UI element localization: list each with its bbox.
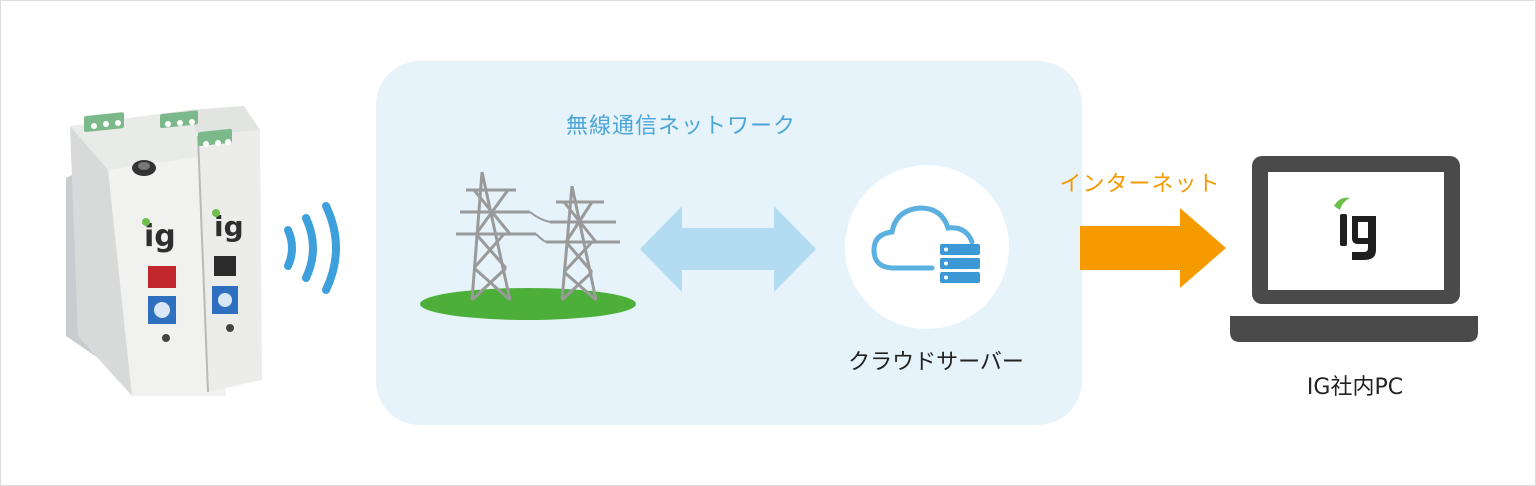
ig-logo xyxy=(1334,197,1376,260)
device-logo-left: ig xyxy=(144,219,176,254)
signal-wave-medium xyxy=(302,214,317,282)
company-pc-label: IG社内PC xyxy=(1306,375,1404,400)
right-arrow-icon xyxy=(1080,208,1226,288)
ig-data-logger-device: ig ig xyxy=(66,106,262,396)
network-label: 無線通信ネットワーク xyxy=(565,114,796,139)
laptop-icon xyxy=(1230,156,1478,342)
internet-label: インターネット xyxy=(1059,172,1221,197)
transmission-tower-icon xyxy=(420,171,636,320)
cloud-server-label: クラウドサーバー xyxy=(848,350,1024,375)
bidirectional-arrow-icon xyxy=(640,206,816,292)
cloud-server-icon xyxy=(845,165,1009,329)
grass-field xyxy=(420,288,636,320)
wireless-signal-icon xyxy=(284,202,340,294)
signal-wave-large xyxy=(322,202,340,294)
signal-wave-small xyxy=(284,226,296,270)
